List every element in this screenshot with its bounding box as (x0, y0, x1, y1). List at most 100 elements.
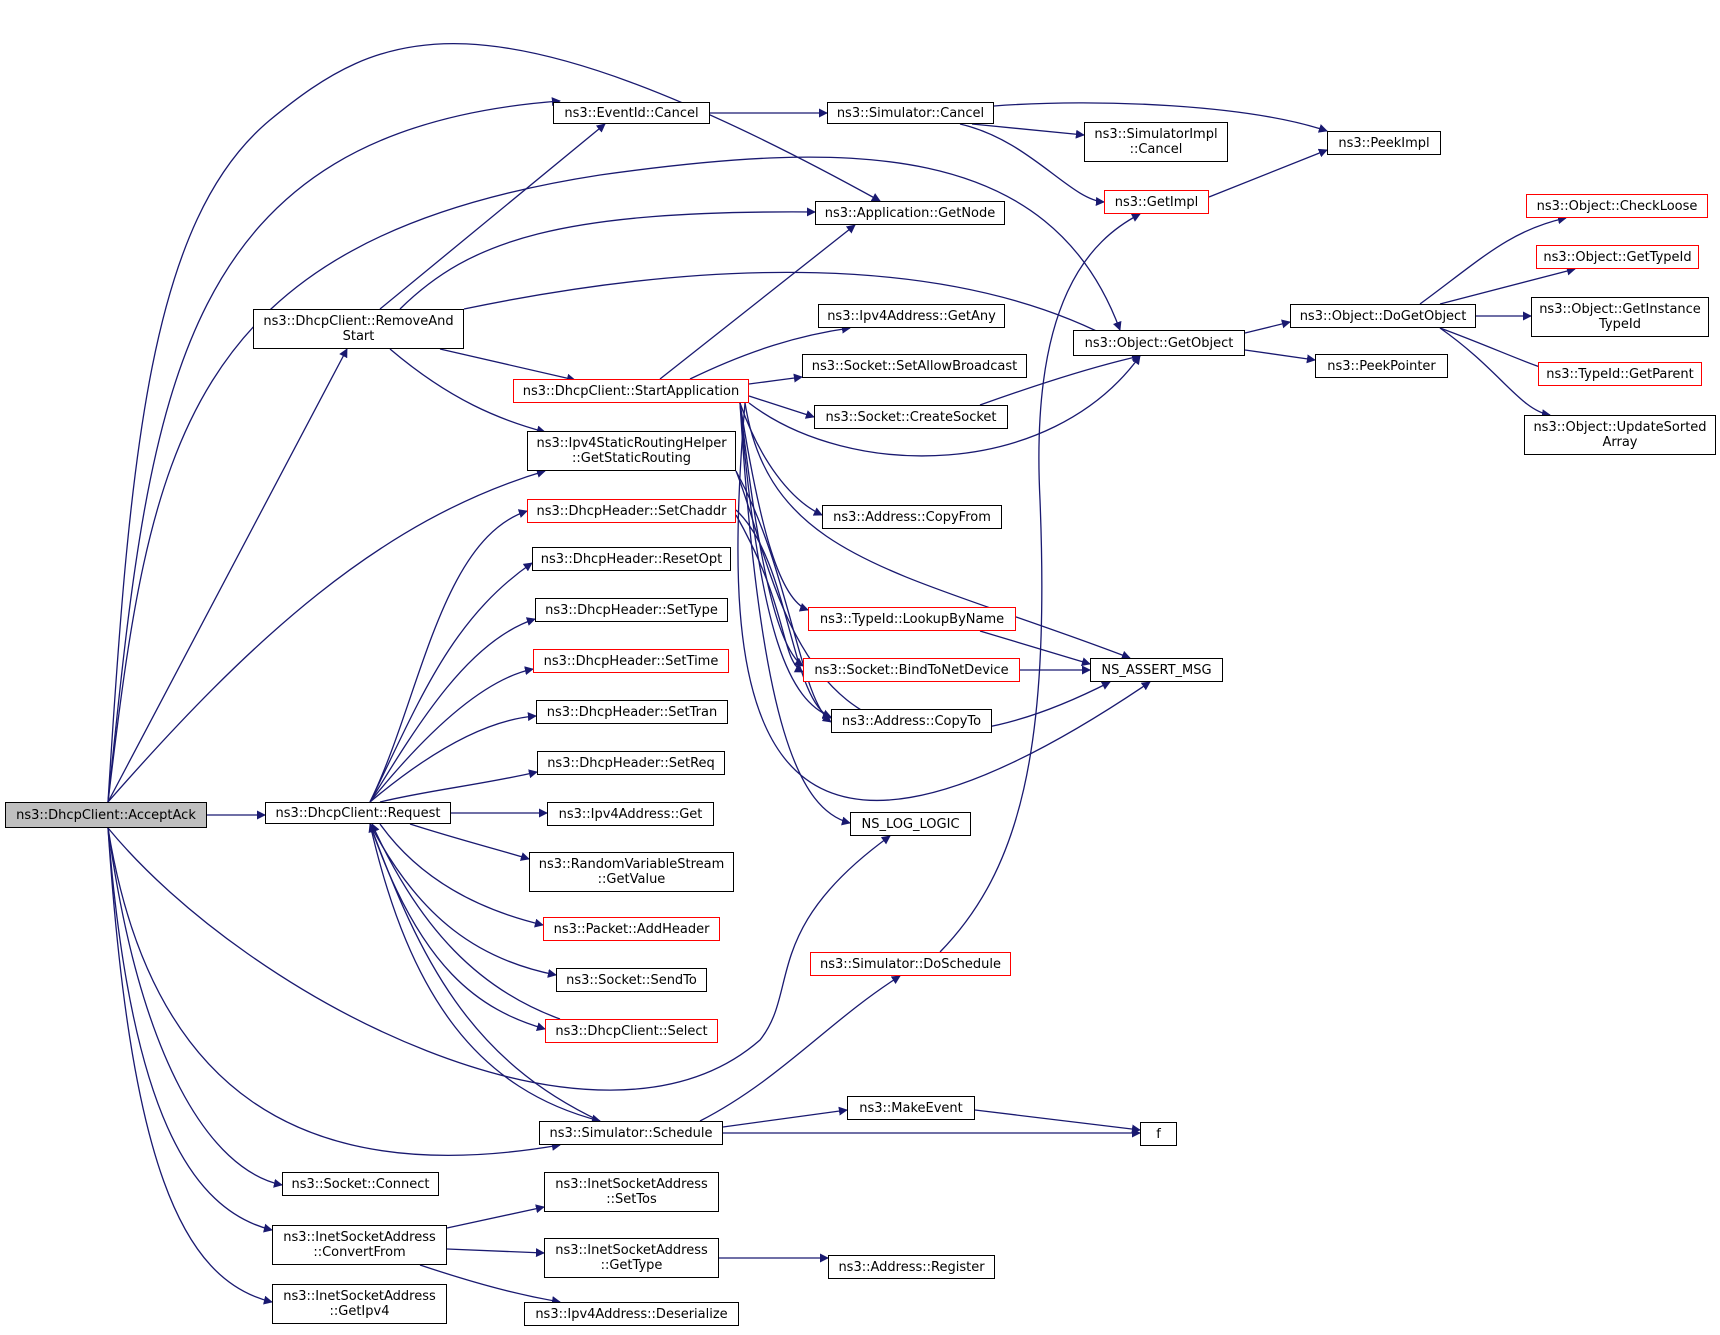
node-label-line: ns3::Application::GetNode (824, 205, 996, 221)
edge-sc-simimpl-cancel (971, 123, 1085, 139)
node-set-type[interactable]: ns3::DhcpHeader::SetType (535, 598, 728, 622)
node-address-register[interactable]: ns3::Address::Register (828, 1255, 995, 1279)
node-start-application[interactable]: ns3::DhcpClient::StartApplication (513, 379, 749, 403)
node-label: ns3::Object::CheckLoose (1537, 199, 1698, 214)
node-obj-get-object[interactable]: ns3::Object::GetObject (1073, 330, 1245, 356)
node-label-line: ns3::DhcpClient::RemoveAnd (263, 314, 454, 329)
node-request[interactable]: ns3::DhcpClient::Request (265, 802, 451, 824)
node-event-cancel[interactable]: ns3::EventId::Cancel (553, 102, 710, 124)
node-app-get-node[interactable]: ns3::Application::GetNode (815, 201, 1005, 225)
node-label-line: ns3::Object::UpdateSorted (1533, 420, 1707, 435)
node-schedule[interactable]: ns3::Simulator::Schedule (539, 1121, 723, 1145)
node-typeid-get-parent[interactable]: ns3::TypeId::GetParent (1538, 362, 1702, 386)
node-do-schedule[interactable]: ns3::Simulator::DoSchedule (810, 952, 1011, 976)
node-ns-assert-msg[interactable]: NS_ASSERT_MSG (1090, 658, 1223, 682)
node-set-req[interactable]: ns3::DhcpHeader::SetReq (537, 751, 725, 775)
node-label: ns3::Object::DoGetObject (1300, 309, 1467, 324)
node-set-tran[interactable]: ns3::DhcpHeader::SetTran (536, 700, 728, 724)
node-label: ns3::Address::CopyTo (842, 714, 981, 729)
node-label: ns3::Packet::AddHeader (554, 922, 710, 937)
edge-cf-isa-get-type (446, 1248, 545, 1258)
node-accept-ack[interactable]: ns3::DhcpClient::AcceptAck (5, 802, 207, 828)
node-label: ns3::PeekImpl (1338, 136, 1429, 151)
node-connect[interactable]: ns3::Socket::Connect (282, 1172, 439, 1196)
node-address-copy-to[interactable]: ns3::Address::CopyTo (831, 709, 992, 733)
node-label: ns3::InetSocketAddress::ConvertFrom (283, 1230, 436, 1260)
node-lookup-by-name[interactable]: ns3::TypeId::LookupByName (808, 607, 1016, 631)
node-set-time[interactable]: ns3::DhcpHeader::SetTime (533, 649, 729, 673)
node-label: ns3::DhcpClient::Select (555, 1024, 707, 1039)
edge-ras-app-get-node (399, 207, 816, 310)
node-label: ns3::MakeEvent (859, 1101, 963, 1116)
node-address-copy-from[interactable]: ns3::Address::CopyFrom (822, 505, 1002, 529)
node-obj-get-type-id[interactable]: ns3::Object::GetTypeId (1536, 245, 1699, 269)
edge-sa-address-copy-to (739, 402, 832, 719)
node-label: ns3::Address::CopyFrom (833, 510, 991, 525)
node-ipv4-get-any[interactable]: ns3::Ipv4Address::GetAny (818, 304, 1005, 328)
edge-sa-ns-assert-msg-2 (737, 402, 1151, 802)
node-ipv4-deserialize[interactable]: ns3::Ipv4Address::Deserialize (524, 1302, 739, 1326)
node-label: ns3::EventId::Cancel (564, 106, 698, 121)
node-set-allow-broadcast[interactable]: ns3::Socket::SetAllowBroadcast (802, 354, 1027, 378)
node-label-line: ns3::PeekPointer (1327, 358, 1436, 374)
node-label-line: ns3::MakeEvent (859, 1100, 963, 1116)
node-label-line: ns3::Socket::SendTo (566, 972, 697, 988)
node-label-line: NS_LOG_LOGIC (861, 816, 960, 832)
node-f[interactable]: f (1140, 1122, 1177, 1146)
node-obj-do-get-object[interactable]: ns3::Object::DoGetObject (1290, 304, 1476, 328)
node-sim-cancel[interactable]: ns3::Simulator::Cancel (827, 102, 994, 124)
edge-ds-get-impl (939, 213, 1141, 953)
node-set-tos[interactable]: ns3::InetSocketAddress::SetTos (544, 1172, 719, 1212)
node-convert-from[interactable]: ns3::InetSocketAddress::ConvertFrom (272, 1225, 447, 1265)
node-get-ipv4[interactable]: ns3::InetSocketAddress::GetIpv4 (272, 1284, 447, 1324)
edge-ras-event-cancel (379, 123, 606, 310)
node-isa-get-type[interactable]: ns3::InetSocketAddress::GetType (544, 1238, 719, 1278)
node-create-socket[interactable]: ns3::Socket::CreateSocket (814, 405, 1008, 429)
edge-aa-app-get-node (107, 42, 881, 803)
edge-sa-create-socket (748, 395, 815, 419)
node-label-line: ns3::Object::CheckLoose (1536, 198, 1698, 214)
node-peek-impl[interactable]: ns3::PeekImpl (1327, 131, 1441, 155)
node-get-static-routing[interactable]: ns3::Ipv4StaticRoutingHelper::GetStaticR… (527, 431, 736, 471)
node-label-line: ns3::Object::GetInstance (1539, 302, 1701, 317)
node-label: ns3::InetSocketAddress::GetType (555, 1243, 708, 1273)
edge-req-set-req (379, 769, 538, 803)
node-peek-pointer[interactable]: ns3::PeekPointer (1315, 354, 1448, 378)
node-set-chaddr[interactable]: ns3::DhcpHeader::SetChaddr (527, 499, 736, 523)
node-label: ns3::Socket::CreateSocket (825, 410, 996, 425)
node-label: ns3::DhcpClient::StartApplication (523, 384, 739, 399)
edge-req-reset-opt (369, 562, 533, 803)
node-bind-to-net-device[interactable]: ns3::Socket::BindToNetDevice (803, 658, 1020, 682)
edge-aa-get-static-routing (107, 468, 546, 803)
node-send-to[interactable]: ns3::Socket::SendTo (556, 968, 707, 992)
node-label-line: ns3::DhcpHeader::SetTran (546, 704, 718, 720)
node-simimpl-cancel[interactable]: ns3::SimulatorImpl::Cancel (1084, 122, 1228, 162)
edge-sch-address-copy-to (735, 509, 832, 719)
node-ns-log-logic[interactable]: NS_LOG_LOGIC (850, 812, 971, 836)
edge-req-set-time (369, 666, 534, 803)
node-label-line: ns3::Packet::AddHeader (553, 921, 710, 937)
node-label-line: ::GetIpv4 (329, 1304, 390, 1319)
node-label-line: ns3::Simulator::Cancel (836, 105, 985, 121)
node-check-loose[interactable]: ns3::Object::CheckLoose (1526, 194, 1708, 218)
node-reset-opt[interactable]: ns3::DhcpHeader::ResetOpt (532, 547, 731, 571)
node-label-line: ns3::Address::Register (838, 1259, 985, 1275)
node-make-event[interactable]: ns3::MakeEvent (847, 1096, 975, 1120)
node-add-header[interactable]: ns3::Packet::AddHeader (543, 917, 720, 941)
node-label-line: ns3::DhcpClient::AcceptAck (16, 807, 196, 823)
node-label-line: ns3::DhcpHeader::SetTime (543, 653, 719, 669)
node-label: ns3::Socket::SetAllowBroadcast (812, 359, 1018, 374)
node-ipv4-get[interactable]: ns3::Ipv4Address::Get (547, 802, 714, 826)
node-select[interactable]: ns3::DhcpClient::Select (545, 1019, 718, 1043)
node-label-line: ns3::GetImpl (1114, 194, 1199, 210)
node-rvs-get-value[interactable]: ns3::RandomVariableStream::GetValue (529, 852, 734, 892)
node-label: ns3::Address::Register (838, 1260, 984, 1275)
node-label-line: Start (342, 329, 375, 344)
edge-gsr-address-copy-to (735, 470, 832, 723)
node-get-impl[interactable]: ns3::GetImpl (1104, 190, 1209, 214)
